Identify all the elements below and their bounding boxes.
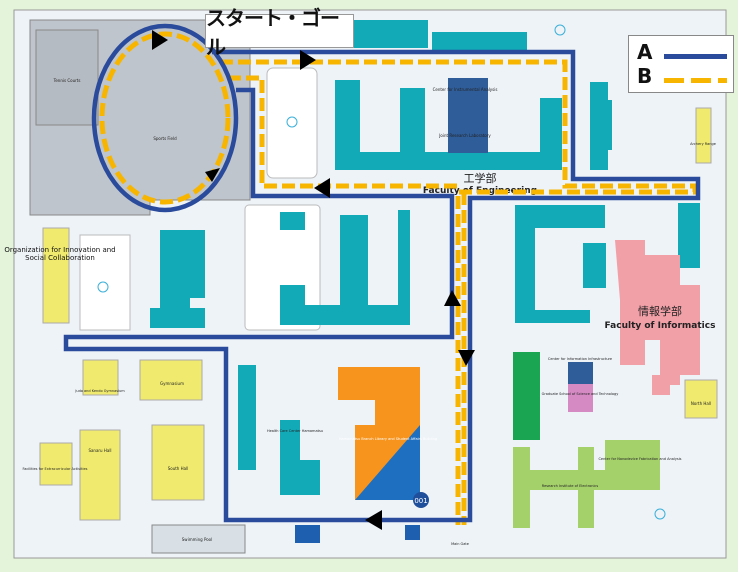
- tennis-label: Tennis Courts: [53, 78, 81, 83]
- informatics-en-label: Faculty of Informatics: [605, 321, 716, 331]
- graduate-label: Graduate School of Science and Technolog…: [542, 392, 619, 396]
- joint-research-laboratory: [448, 78, 488, 153]
- arrow-left-icon: [365, 510, 382, 530]
- innovative-research-center: [513, 352, 540, 440]
- legend-a-line: [664, 54, 727, 59]
- main-gate-label: Main Gate: [451, 542, 469, 546]
- engineering-jp-label: 工学部: [464, 171, 497, 185]
- yellow-buildings: [39, 107, 718, 521]
- innovation-label: Organization for Innovation and Social C…: [4, 246, 116, 262]
- arrow-down-icon: [458, 350, 475, 366]
- gate-building: [295, 525, 320, 543]
- pool-label: Swimming Pool: [182, 537, 212, 542]
- extracurricular-label: Facilities for Extracurricular Activitie…: [23, 467, 88, 471]
- arrow-right-icon: [152, 30, 168, 50]
- swimming-pool: [151, 524, 246, 554]
- library-label: Hamamatsu Branch Library and Student Aff…: [339, 437, 437, 441]
- student-affairs-building: [355, 425, 420, 500]
- north-hall-label: North Hall: [691, 401, 711, 406]
- building-badge: [413, 492, 429, 508]
- electronics-label: Research Institute of Electronics: [542, 484, 599, 488]
- parking-lot: [266, 67, 318, 179]
- archery-label: Archery Range: [690, 142, 716, 146]
- start-goal-label: スタート・ゴール: [205, 6, 354, 59]
- arrow-up-icon: [444, 290, 461, 306]
- direction-arrows: [152, 30, 475, 530]
- graduate-school-building: [568, 384, 593, 412]
- research-institute-electronics: [513, 440, 660, 528]
- sports-field-label: Sports Field: [153, 136, 177, 141]
- info-infra-building: [568, 362, 593, 384]
- nanodevice-label: Center for Nanodevice Fabrication and An…: [598, 457, 681, 461]
- sanaru-label: Sanaru Hall: [88, 448, 111, 453]
- badge-label: 001: [414, 497, 427, 505]
- arrow-left-icon: [314, 178, 330, 198]
- informatics-annex: [652, 375, 670, 395]
- south-hall-label: South Hall: [168, 466, 189, 471]
- info-infra-label: Center for Information Infrastructure: [548, 357, 612, 361]
- gym-label: Gymnasium: [160, 381, 184, 386]
- legend-b-label: B: [637, 64, 653, 88]
- informatics-buildings: [615, 240, 700, 385]
- judo-label: Judo and Kendo Gymnasium: [74, 389, 125, 393]
- gate-building: [405, 525, 420, 540]
- instrumental-label: Center for Instrumental Analysis: [433, 87, 498, 92]
- route-a: [63, 23, 701, 523]
- parking-icons: [97, 24, 666, 520]
- informatics-jp-label: 情報学部: [638, 304, 682, 318]
- joint-lab-label: Joint Research Laboratory: [438, 133, 491, 138]
- route-legend: A B: [628, 35, 734, 93]
- tennis-courts: [35, 29, 99, 126]
- arrow-down-icon: [205, 168, 220, 182]
- health-label: Health Care Center Hamamatsu: [267, 429, 323, 433]
- arrow-right-icon: [300, 50, 316, 70]
- legend-b-line: [664, 78, 727, 83]
- legend-a-label: A: [637, 40, 653, 64]
